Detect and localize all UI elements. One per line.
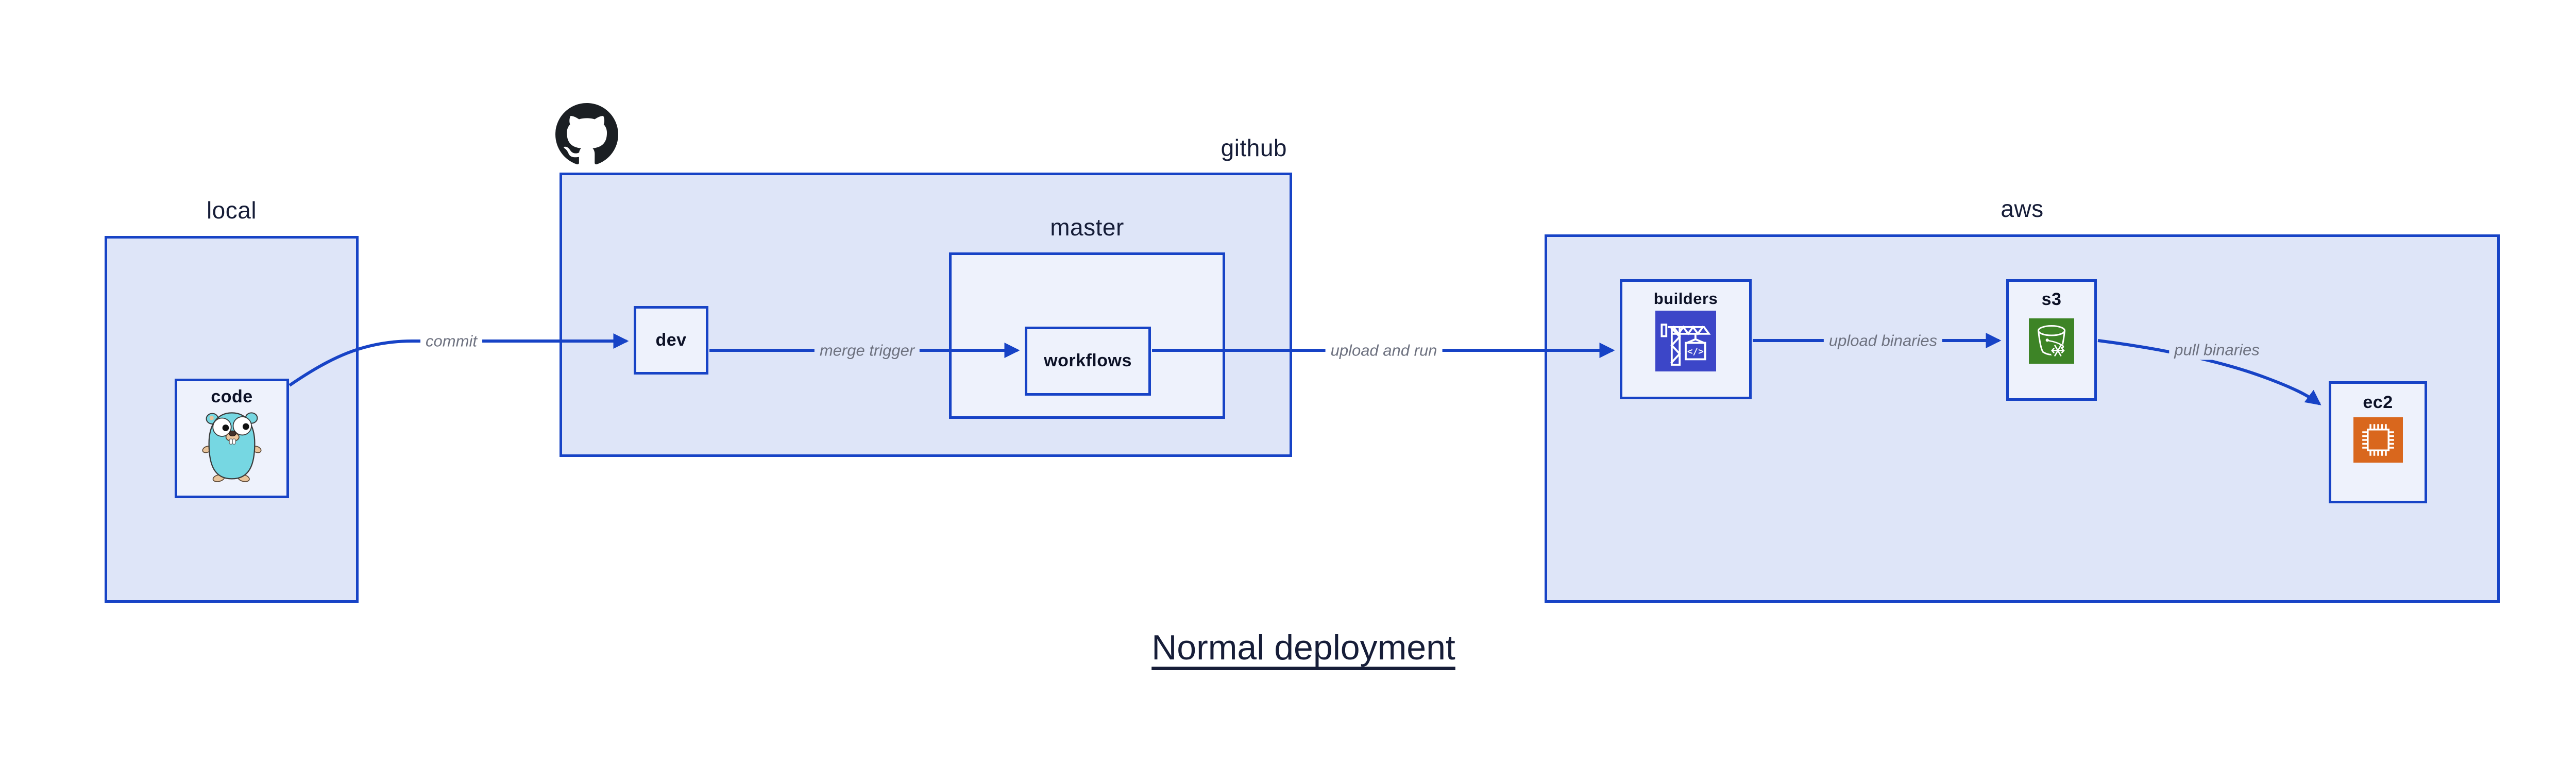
- s3-icon-tile: [2029, 318, 2074, 364]
- node-s3: s3: [2006, 279, 2097, 401]
- node-dev-label: dev: [655, 330, 687, 350]
- node-workflows-label: workflows: [1044, 351, 1132, 371]
- svg-text:</>: </>: [1687, 347, 1704, 357]
- node-builders-label: builders: [1653, 290, 1718, 308]
- edge-label-commit: commit: [420, 331, 482, 351]
- node-ec2: ec2: [2329, 381, 2427, 503]
- node-code: code: [175, 379, 289, 498]
- node-code-label: code: [211, 387, 253, 406]
- codebuild-crane-icon: </>: [1660, 324, 1711, 366]
- diagram-title: Normal deployment: [1151, 628, 1455, 667]
- ec2-chip-icon: [2362, 424, 2394, 456]
- node-ec2-label: ec2: [2363, 393, 2393, 412]
- group-local-label: local: [206, 197, 257, 224]
- edge-label-upload-and-run: upload and run: [1325, 340, 1443, 361]
- group-aws-label: aws: [2001, 195, 2044, 222]
- edge-label-pull-binaries: pull binaries: [2169, 339, 2265, 360]
- group-github-label: github: [1221, 134, 1287, 161]
- github-logo-icon: [555, 103, 618, 164]
- code-icon-tile: [199, 410, 265, 483]
- node-workflows: workflows: [1025, 327, 1151, 396]
- edge-label-upload-binaries: upload binaries: [1823, 330, 1943, 351]
- group-master-label: master: [1050, 214, 1124, 241]
- node-builders: builders </>: [1620, 279, 1752, 399]
- node-dev: dev: [634, 306, 708, 375]
- builders-icon-tile: </>: [1655, 311, 1716, 372]
- edge-label-merge-trigger: merge trigger: [814, 340, 920, 361]
- ec2-icon-tile: [2353, 417, 2403, 463]
- go-gopher-icon: [202, 412, 262, 483]
- s3-glacier-bucket-icon: [2037, 325, 2066, 359]
- node-s3-label: s3: [2041, 290, 2062, 309]
